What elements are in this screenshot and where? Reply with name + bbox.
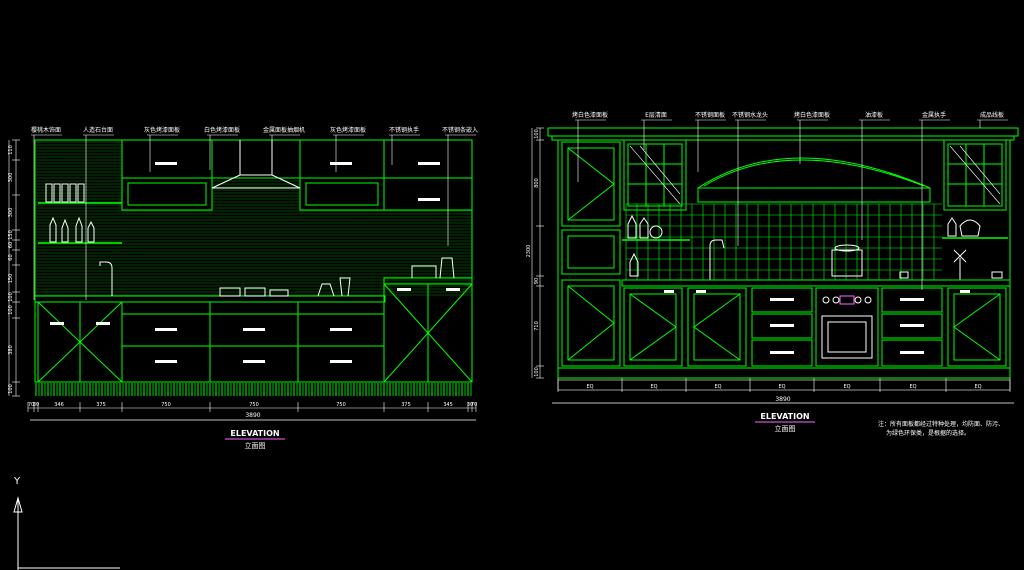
callout-label: 烤白色漆面板 [794,111,830,119]
tile-backsplash [625,203,942,280]
callout-label: 不锈钢条嵌入 [442,126,478,134]
dimension-label: 100 [8,384,14,394]
dimension-label: 345 [443,402,453,408]
dimension-label: EQ [909,384,916,390]
dimension-label: 380 [8,345,14,355]
dimension-label: 710 [534,321,540,331]
right-vertical-dimensions: 100 800 2300 90 710 100 [526,127,544,379]
callout-label: 灰色烤漆面板 [330,126,366,134]
dimension-label: 750 [161,402,171,408]
callout-label: 不锈钢执手 [389,126,419,134]
dimension-label: 90 [534,278,540,284]
dimension-label: 70 [471,402,477,408]
right-shelf-items [627,214,1003,280]
dimension-label: 100 [534,129,540,139]
left-total-width: 3890 [245,412,260,419]
callout-label: 油漆板 [865,111,883,119]
dimension-label: 30 [33,402,39,408]
dimension-label: 2300 [526,245,532,258]
dimension-label: 800 [534,178,540,188]
range-hood [211,140,301,189]
countertop-items [219,257,455,297]
callout-label: 金属面板抽烟机 [263,126,305,134]
left-upper-cabinets [121,139,473,211]
dimension-label: 150 [8,230,14,240]
callout-label: 不锈钢水龙头 [732,111,768,119]
callout-label: 烤白色漆面板 [572,111,608,119]
right-total-width: 3890 [775,396,790,403]
dimension-label: 300 [8,173,14,183]
left-elevation-title: ELEVATION [230,429,279,438]
glass-cabinet-right [943,139,1007,211]
dimension-label: 70 [28,402,34,408]
left-elevation: 樱桃木饰面 人造石台面 灰色烤漆面板 白色烤漆面板 金属面板抽烟机 灰色烤漆面板 不锈钢执手… [8,126,478,450]
right-horizontal-dimensions: EQ EQ EQ EQ EQ EQ EQ [557,378,1011,392]
right-tall-cabinet-left [561,141,621,367]
ucs-axis-icon [13,496,120,570]
glass-cabinet-left [623,139,687,211]
oven-knobs [822,295,872,305]
callout-label: 金属执手 [922,111,946,119]
callout-label: 灰色烤漆面板 [144,126,180,134]
callout-label: 成品线板 [980,111,1004,119]
left-shelves [38,202,122,244]
note-line-1: 注：所有面板都经过特种处理，均防面、防污、 [878,420,1004,428]
callout-label: 不锈钢面板 [695,111,725,119]
dimension-label: EQ [778,384,785,390]
right-elevation-subtitle: 立面图 [775,424,796,433]
lower-handles [50,288,460,363]
dimension-label: EQ [650,384,657,390]
dimension-label: 300 [8,208,14,218]
dimension-label: EQ [586,384,593,390]
callout-label: E层清面 [645,111,667,119]
dimension-label: 375 [401,402,411,408]
dimension-label: 750 [336,402,346,408]
right-elevation-title: ELEVATION [760,412,809,421]
upper-handles [155,162,440,201]
left-lower-cabinets [37,283,473,383]
dimension-label: 750 [249,402,259,408]
dimension-label: 60 [8,242,14,248]
dimension-label: 100 [8,305,14,315]
dimension-label: 100 [8,292,14,302]
dimension-label: EQ [974,384,981,390]
left-callouts: 樱桃木饰面 人造石台面 灰色烤漆面板 白色烤漆面板 金属面板抽烟机 灰色烤漆面板 不锈钢执手… [31,126,478,300]
left-faucet [99,261,113,296]
left-vertical-dimensions: 110 300 300 150 60 60 150 100 100 380 100 [8,139,20,397]
left-elevation-subtitle: 立面图 [245,441,266,450]
dimension-label: EQ [714,384,721,390]
dimension-label: 346 [54,402,64,408]
dimension-label: 110 [8,145,14,155]
shelf-items [45,183,95,243]
dimension-label: 100 [534,367,540,377]
callout-label: 樱桃木饰面 [31,126,61,134]
dimension-label: 375 [96,402,106,408]
left-plinth [35,383,472,396]
dimension-label: 150 [8,274,14,284]
callout-label: 白色烤漆面板 [204,126,240,134]
ucs-y-label: Y [13,476,21,487]
dimension-label: EQ [843,384,850,390]
dimension-label: 30 [467,402,473,408]
range-hood-arch [697,157,931,203]
right-handles [664,290,970,354]
dimension-label: 60 [8,254,14,260]
right-lower-cabinets [623,287,1007,367]
callout-label: 人造石台面 [83,126,113,134]
note-line-2: 为绿色环保类，是根据的选择。 [886,429,970,437]
right-callouts: 烤白色漆面板 E层清面 不锈钢面板不锈钢水龙头 烤白色漆面板 油漆板 金属执手 成品线板 [572,111,1008,290]
